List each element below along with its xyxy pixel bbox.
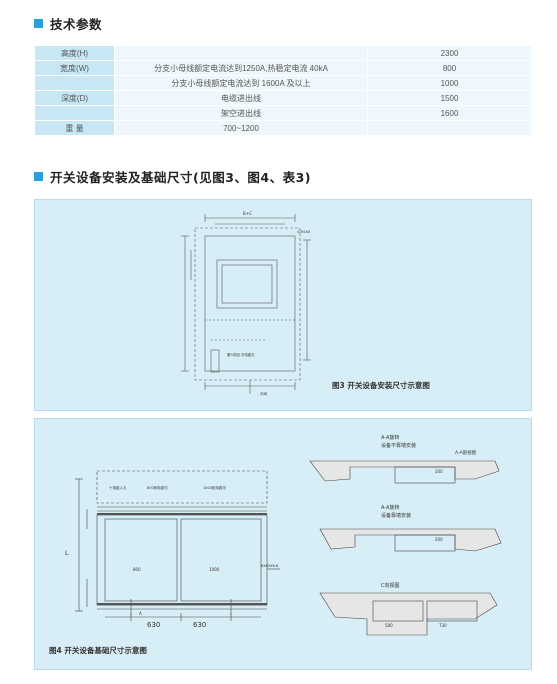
section-view-title: 设备靠墙安装: [381, 512, 411, 519]
figure4-drawing: 十电缆入孔 800柜电缆沟 1000柜电缆沟 800 1000 630 630 …: [65, 434, 502, 636]
dim-label: 630: [147, 621, 160, 629]
param-value-cell: 800: [367, 60, 532, 76]
param-condition-cell: 电缆进出线: [114, 90, 368, 106]
dim-label: 580: [385, 623, 393, 628]
figure3-drawing: B+C 4-M16X 第3次回 次电缆孔 中间: [181, 211, 311, 396]
param-value-cell: 1500: [367, 90, 532, 106]
param-value-cell: 2300: [367, 45, 532, 61]
param-value-cell: 1600: [367, 105, 532, 121]
param-value-cell: 1000: [367, 75, 532, 91]
section-view-title: 设备不靠墙安装: [381, 442, 416, 449]
section-title: 技术参数: [50, 17, 103, 32]
plan-note: 十电缆入孔: [109, 485, 127, 490]
dim-label: B+C: [243, 211, 252, 216]
dim-label: 1000: [209, 567, 220, 572]
dim-label: 730: [439, 623, 447, 628]
param-label-cell: [34, 105, 115, 121]
plan-note: 8X60X6.8: [261, 564, 278, 568]
section-view-title: A-A旋转: [381, 504, 399, 511]
dim-label: 630: [193, 621, 206, 629]
table-row: 高度(H) 2300: [34, 45, 532, 61]
param-condition-cell: 分支小母线额定电流达到 1600A 及以上: [114, 75, 368, 91]
dim-label: 200: [435, 469, 443, 474]
dim-label: A: [139, 611, 142, 616]
param-condition-cell: [114, 45, 368, 61]
param-condition-cell: 700~1200: [114, 120, 368, 136]
dim-label: L: [65, 550, 69, 557]
note-label: 第3次回 次电缆孔: [227, 352, 255, 357]
bullet-square-icon: [34, 19, 43, 28]
param-value-cell: [367, 120, 532, 136]
note-label: 中间: [260, 391, 268, 396]
dim-label: 200: [435, 537, 443, 542]
param-label-cell: 深度(D): [34, 90, 115, 106]
plan-note: 1000柜电缆沟: [203, 485, 226, 490]
dim-label: 4-M16X: [297, 230, 311, 234]
section-view-title: A-A剖视图: [455, 449, 477, 456]
param-condition-cell: 分支小母线额定电流达到1250A,热稳定电流 40kA: [114, 60, 368, 76]
bullet-square-icon: [34, 172, 43, 181]
figure3-caption: 图3 开关设备安装尺寸示意图: [332, 381, 430, 390]
param-condition-cell: 架空进出线: [114, 105, 368, 121]
section-view-title: C向视图: [381, 582, 400, 589]
dim-label: 800: [133, 567, 141, 572]
plan-note: 800柜电缆沟: [147, 485, 168, 490]
figure3-panel: B+C 4-M16X 第3次回 次电缆孔 中间 图3 开关设备安装尺寸示意图: [34, 199, 532, 411]
figure4-caption: 图4 开关设备基础尺寸示意图: [49, 646, 147, 655]
section-title: 开关设备安装及基础尺寸(见图3、图4、表3): [50, 170, 312, 185]
section-view-title: A-A旋转: [381, 434, 399, 441]
param-label-cell: 重 量: [34, 120, 115, 136]
param-label-cell: 宽度(W): [34, 60, 115, 76]
param-label-cell: 高度(H): [34, 45, 115, 61]
section-heading-installation: 开关设备安装及基础尺寸(见图3、图4、表3): [34, 167, 311, 186]
section-heading-parameters: 技术参数: [34, 14, 102, 33]
figure4-panel: 十电缆入孔 800柜电缆沟 1000柜电缆沟 800 1000 630 630 …: [34, 418, 532, 670]
param-label-cell: [34, 75, 115, 91]
